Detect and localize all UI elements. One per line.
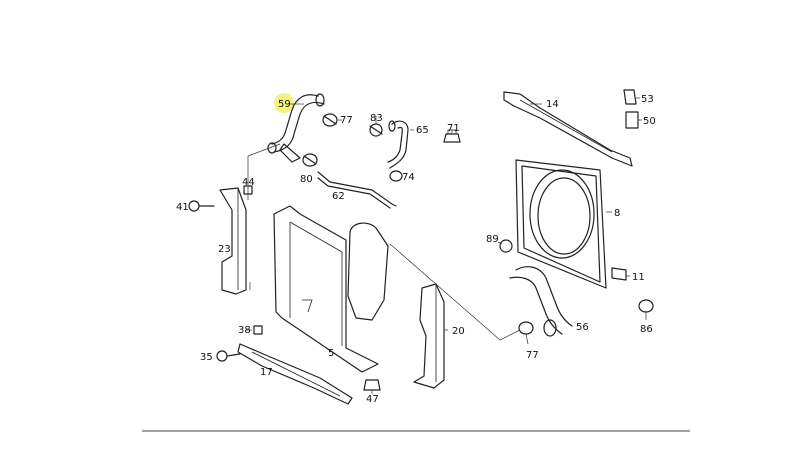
callout-89[interactable]: 89 <box>486 234 499 245</box>
callout-65[interactable]: 65 <box>416 125 429 136</box>
callout-17[interactable]: 17 <box>260 367 273 378</box>
hose-clamp-86[interactable] <box>638 299 654 313</box>
hose-clamp-83[interactable] <box>369 123 383 137</box>
side-air-guide-23[interactable] <box>219 187 247 295</box>
callout-83[interactable]: 83 <box>370 113 383 124</box>
clip-11[interactable] <box>611 267 627 281</box>
callout-labels: 59 77 80 83 65 71 74 62 14 53 50 44 41 2… <box>176 94 656 405</box>
callout-11[interactable]: 11 <box>632 272 645 283</box>
clip-47[interactable] <box>363 379 381 391</box>
coolant-hose-65[interactable] <box>387 120 409 169</box>
callout-41[interactable]: 41 <box>176 202 189 213</box>
hose-clamp-77-upper[interactable] <box>322 113 338 127</box>
callout-77-upper[interactable]: 77 <box>340 115 353 126</box>
rubber-mount-53[interactable] <box>623 89 637 105</box>
coolant-pipe-62[interactable] <box>317 171 397 209</box>
callout-47[interactable]: 47 <box>366 394 379 405</box>
screw-41[interactable] <box>188 200 215 212</box>
callout-23[interactable]: 23 <box>218 244 231 255</box>
leader-lines <box>246 97 647 394</box>
hose-clamp-77-lower[interactable] <box>518 321 534 335</box>
callout-80[interactable]: 80 <box>300 174 313 185</box>
callout-14[interactable]: 14 <box>546 99 559 110</box>
callout-56[interactable]: 56 <box>576 322 589 333</box>
fan-shroud-8[interactable] <box>515 159 607 289</box>
callout-59[interactable]: 59 <box>278 99 291 110</box>
callout-59-highlight <box>274 93 294 113</box>
callout-5[interactable]: 5 <box>328 348 334 359</box>
upper-mounting-bracket-14[interactable] <box>503 91 633 167</box>
callout-38[interactable]: 38 <box>238 325 251 336</box>
lower-air-deflector-17[interactable] <box>237 343 353 405</box>
clip-44[interactable] <box>243 185 253 195</box>
callout-44[interactable]: 44 <box>242 177 255 188</box>
callout-71[interactable]: 71 <box>447 123 460 134</box>
screw-35[interactable] <box>216 350 241 362</box>
callout-8[interactable]: 8 <box>614 208 620 219</box>
radiator-core-5[interactable] <box>273 205 389 373</box>
rubber-mount-50[interactable] <box>625 111 639 129</box>
callout-53[interactable]: 53 <box>641 94 654 105</box>
hose-clamp-80[interactable] <box>302 153 318 167</box>
callout-20[interactable]: 20 <box>452 326 465 337</box>
hose-clamp-74[interactable] <box>389 170 403 182</box>
clip-38[interactable] <box>253 325 263 335</box>
side-air-guide-20[interactable] <box>413 283 445 389</box>
callout-50[interactable]: 50 <box>643 116 656 127</box>
callout-74[interactable]: 74 <box>402 172 415 183</box>
callout-35[interactable]: 35 <box>200 352 213 363</box>
upper-radiator-hose[interactable] <box>267 93 325 163</box>
hose-clamp-89[interactable] <box>499 239 513 253</box>
callout-86[interactable]: 86 <box>640 324 653 335</box>
callout-62[interactable]: 62 <box>332 191 345 202</box>
callout-77-lower[interactable]: 77 <box>526 350 539 361</box>
lower-radiator-hose-56[interactable] <box>509 266 573 337</box>
